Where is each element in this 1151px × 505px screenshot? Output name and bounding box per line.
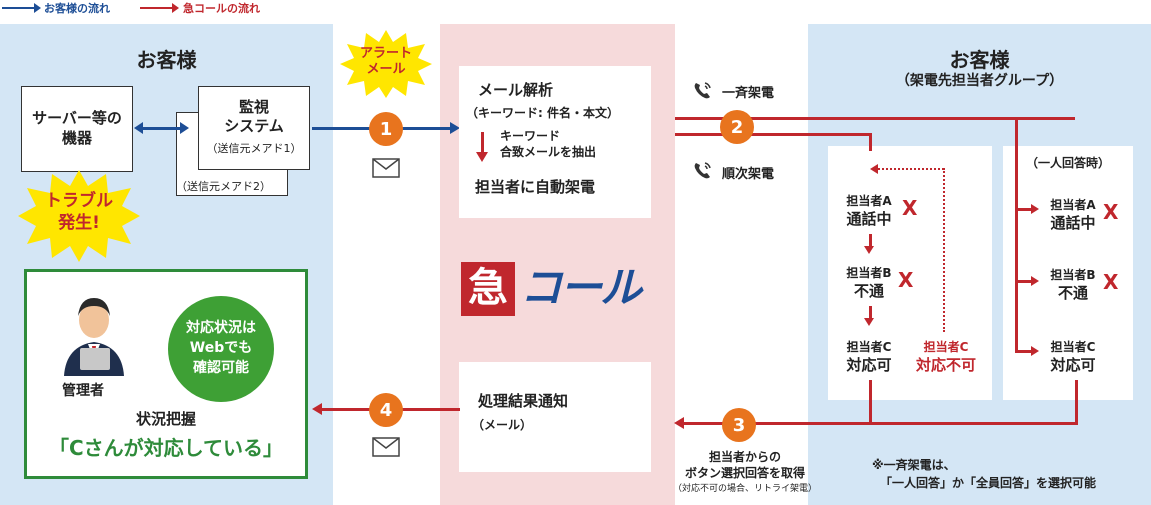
legend-red-arrow: [140, 7, 174, 9]
monitor-sub1: （送信元メアド1）: [198, 140, 310, 156]
step3-circle: 3: [722, 408, 756, 442]
step3-note-3: （対応不可の場合、リトライ架電）: [660, 481, 830, 494]
single-title: （一人回答時）: [1003, 154, 1133, 171]
trouble-label: トラブル 発生!: [16, 190, 142, 234]
seq-arrow-bc-head: [864, 318, 874, 326]
seq-c-status: 対応可: [834, 354, 904, 375]
keyword-note: キーワード 合致メールを抽出: [500, 128, 596, 160]
result-sub: （メール）: [472, 416, 532, 433]
server-monitor-link-head-left: [134, 122, 143, 134]
right-title: お客様: [808, 44, 1151, 73]
call-simultaneous-label: 一斉架電: [722, 82, 774, 101]
single-b-name: 担当者B: [1040, 266, 1106, 283]
monitor-sub2: （送信元メアド2）: [176, 178, 271, 194]
envelope-icon: [372, 158, 400, 178]
server-monitor-link-head-right: [180, 122, 189, 134]
single-b-x-icon: X: [1103, 270, 1118, 294]
legend-red-arrowhead: [172, 3, 179, 13]
logo-kanji: 急: [461, 266, 515, 310]
seq-return-v: [869, 380, 872, 425]
legend-blue-arrowhead: [34, 3, 41, 13]
manager-avatar-icon: [54, 290, 134, 376]
monitor-title: 監視 システム: [198, 98, 310, 136]
single-c-status: 対応可: [1040, 354, 1106, 375]
seq-a-name: 担当者A: [834, 192, 904, 209]
step3-arrowhead: [674, 417, 684, 429]
right-subtitle: （架電先担当者グループ）: [808, 70, 1151, 90]
step2-circle: 2: [720, 110, 754, 144]
server-monitor-link: [140, 127, 180, 130]
logo-kana: コール: [520, 262, 640, 314]
call-sequential-label: 順次架電: [722, 163, 774, 182]
seq-arrow-ab-head: [864, 246, 874, 254]
legend-red-label: 急コールの流れ: [183, 0, 260, 16]
seq-b-name: 担当者B: [834, 264, 904, 281]
analysis-sub: （キーワード: 件名・本文）: [466, 104, 619, 121]
alert-badge-label: アラート メール: [338, 46, 434, 78]
keyword-arrowhead: [476, 152, 488, 162]
step3-note-2: ボタン選択回答を取得: [660, 464, 830, 481]
seq-c-name: 担当者C: [834, 338, 904, 355]
manager-label: 管理者: [62, 380, 104, 400]
step4-arrowhead: [312, 403, 322, 415]
left-title: お客様: [0, 44, 333, 73]
seq-retry-name: 担当者C: [904, 338, 988, 355]
seq-connector-v: [869, 133, 872, 151]
footnote-1: ※一斉架電は、: [872, 456, 956, 473]
seq-a-status: 通話中: [834, 208, 904, 229]
seq-a-x-icon: X: [902, 196, 917, 220]
step2-line-lower: [675, 133, 871, 136]
retry-dotted-head: [870, 164, 878, 174]
server-label: サーバー等の 機器: [21, 108, 133, 148]
auto-call-label: 担当者に自動架電: [475, 176, 595, 197]
status-quote: 「Cさんが対応している」: [24, 432, 308, 461]
seq-b-x-icon: X: [898, 268, 913, 292]
legend-blue-arrow: [2, 7, 36, 9]
phone-icon-simultaneous: [692, 80, 714, 100]
footnote-2: 「一人回答」か「全員回答」を選択可能: [880, 474, 1096, 491]
single-trunk-v: [1015, 117, 1018, 353]
single-a-name: 担当者A: [1040, 196, 1106, 213]
envelope-icon-2: [372, 437, 400, 457]
single-a-status: 通話中: [1040, 212, 1106, 233]
retry-dotted-v: [943, 168, 945, 332]
seq-b-status: 不通: [834, 280, 904, 301]
single-branch-b-head: [1031, 276, 1039, 286]
single-b-status: 不通: [1040, 282, 1106, 303]
phone-icon-sequential: [692, 160, 714, 180]
keyword-arrow: [481, 132, 484, 154]
single-branch-c-head: [1031, 346, 1039, 356]
single-return-v: [1075, 380, 1078, 425]
single-branch-a-head: [1031, 204, 1039, 214]
status-title: 状況把握: [24, 408, 308, 429]
seq-retry-status: 対応不可: [904, 354, 988, 375]
step1-circle: 1: [369, 112, 403, 146]
retry-dotted-h: [878, 168, 944, 170]
legend-blue-label: お客様の流れ: [44, 0, 110, 16]
analysis-title: メール解析: [478, 79, 553, 100]
single-c-name: 担当者C: [1040, 338, 1106, 355]
step3-note-1: 担当者からの: [660, 448, 830, 465]
single-a-x-icon: X: [1103, 200, 1118, 224]
step4-circle: 4: [369, 393, 403, 427]
web-badge-label: 対応状況は Webでも 確認可能: [168, 318, 274, 378]
result-title: 処理結果通知: [478, 390, 568, 411]
